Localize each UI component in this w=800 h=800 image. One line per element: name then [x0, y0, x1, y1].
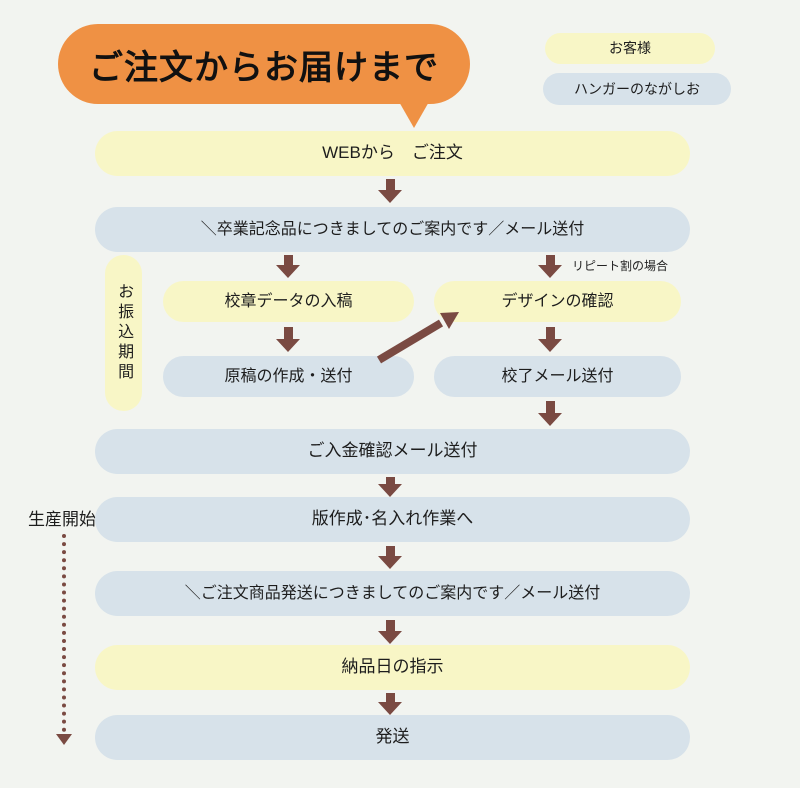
arrow-diagonal-icon: [376, 312, 459, 364]
legend-customer-pill: お客様: [545, 33, 715, 64]
step-graduation-mail: ＼卒業記念品につきましてのご案内です／メール送付: [95, 207, 690, 252]
step-web-order: WEBから ご注文: [95, 131, 690, 176]
title-bubble-tail-icon: [398, 100, 430, 128]
payment-period-label: お振込期間: [115, 283, 133, 383]
arrow-down-icon: [538, 401, 562, 426]
arrow-down-icon: [378, 179, 402, 203]
repeat-discount-note: リピート割の場合: [572, 259, 669, 273]
step-emblem-submission-label: 校章データの入稿: [224, 292, 353, 310]
step-draft-creation: 原稿の作成・送付: [163, 356, 414, 397]
step-shipping-mail-label: ＼ご注文商品発送につきましてのご案内です／メール送付: [184, 584, 601, 602]
legend-company-pill: ハンガーのながしお: [543, 73, 731, 105]
step-emblem-submission: 校章データの入稿: [163, 281, 414, 322]
step-payment-confirmation-mail: ご入金確認メール送付: [95, 429, 690, 474]
arrow-down-icon: [378, 620, 402, 644]
step-design-confirmation-label: デザインの確認: [501, 292, 614, 310]
arrow-down-icon: [538, 255, 562, 278]
step-delivery-date-label: 納品日の指示: [341, 657, 444, 677]
step-design-confirmation: デザインの確認: [434, 281, 681, 322]
production-start-label: 生産開始: [28, 510, 96, 529]
arrow-down-icon: [378, 546, 402, 569]
page-title: ご注文からお届けまで: [89, 48, 439, 87]
step-shipping-label: 発送: [375, 727, 410, 747]
payment-period-pill: お振込期間: [105, 255, 142, 411]
production-dotted-arrow-line-icon: [62, 534, 66, 732]
step-shipping: 発送: [95, 715, 690, 760]
step-draft-creation-label: 原稿の作成・送付: [224, 367, 353, 385]
step-shipping-mail: ＼ご注文商品発送につきましてのご案内です／メール送付: [95, 571, 690, 616]
production-dotted-arrow-head-icon: [56, 734, 72, 745]
step-graduation-mail-label: ＼卒業記念品につきましてのご案内です／メール送付: [200, 220, 585, 238]
arrow-down-icon: [378, 693, 402, 715]
arrow-down-icon: [538, 327, 562, 352]
title-bubble: ご注文からお届けまで: [58, 24, 470, 104]
step-delivery-date: 納品日の指示: [95, 645, 690, 690]
bottom-margin: [0, 788, 800, 800]
step-web-order-label: WEBから ご注文: [322, 143, 463, 163]
step-proof-mail: 校了メール送付: [434, 356, 681, 397]
arrow-down-icon: [378, 477, 402, 497]
arrow-down-icon: [276, 255, 300, 278]
step-proof-mail-label: 校了メール送付: [501, 367, 614, 385]
legend-company-label: ハンガーのながしお: [574, 80, 700, 97]
step-payment-confirmation-mail-label: ご入金確認メール送付: [307, 441, 478, 461]
legend-customer-label: お客様: [609, 40, 651, 57]
step-plate-work: 版作成･名入れ作業へ: [95, 497, 690, 542]
step-plate-work-label: 版作成･名入れ作業へ: [311, 509, 474, 529]
arrow-down-icon: [276, 327, 300, 352]
